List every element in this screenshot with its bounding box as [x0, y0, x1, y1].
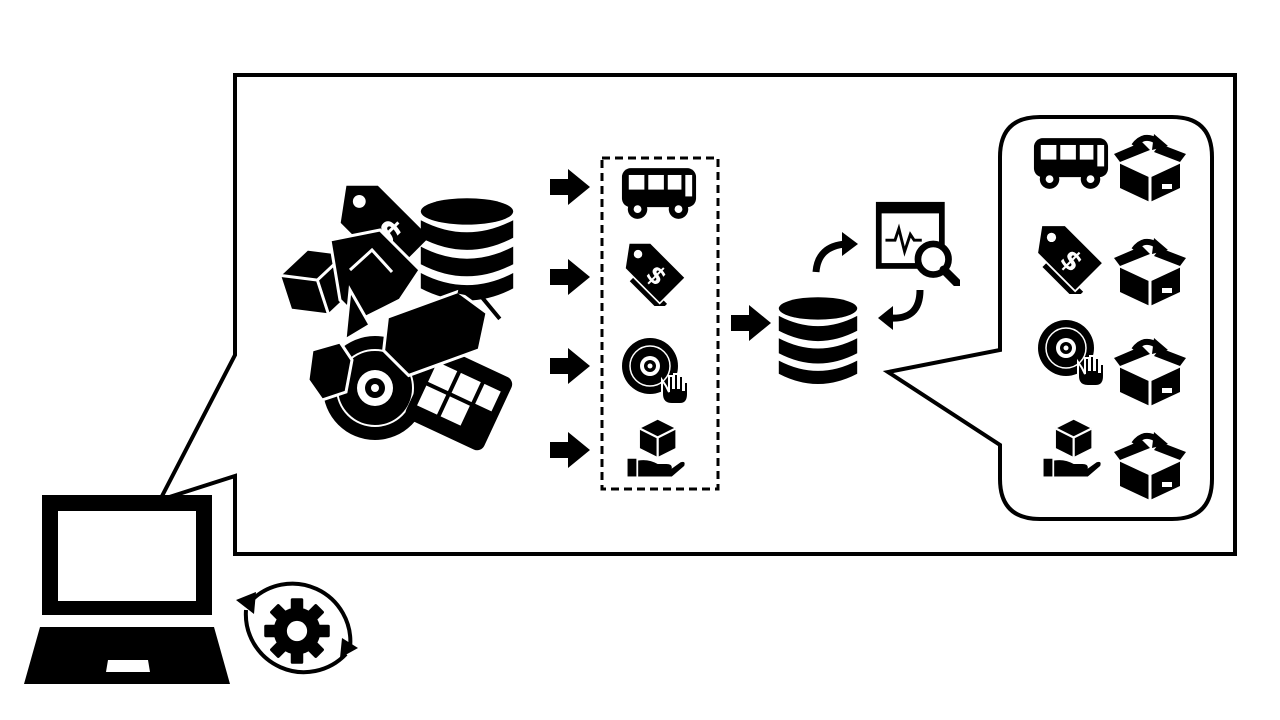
hand-disc-icon	[306, 340, 354, 402]
category-column	[600, 156, 720, 491]
results-callout	[882, 115, 1214, 521]
cycle-arrow-icon	[812, 232, 924, 330]
film-strip-icon	[405, 346, 513, 451]
cluster-bracket	[343, 285, 373, 343]
source-icon-cluster	[278, 186, 514, 451]
box-hand-icon	[382, 289, 502, 378]
gear-sync-icon	[236, 581, 358, 675]
panel-callout	[156, 73, 1237, 556]
laptop-icon	[24, 495, 230, 684]
